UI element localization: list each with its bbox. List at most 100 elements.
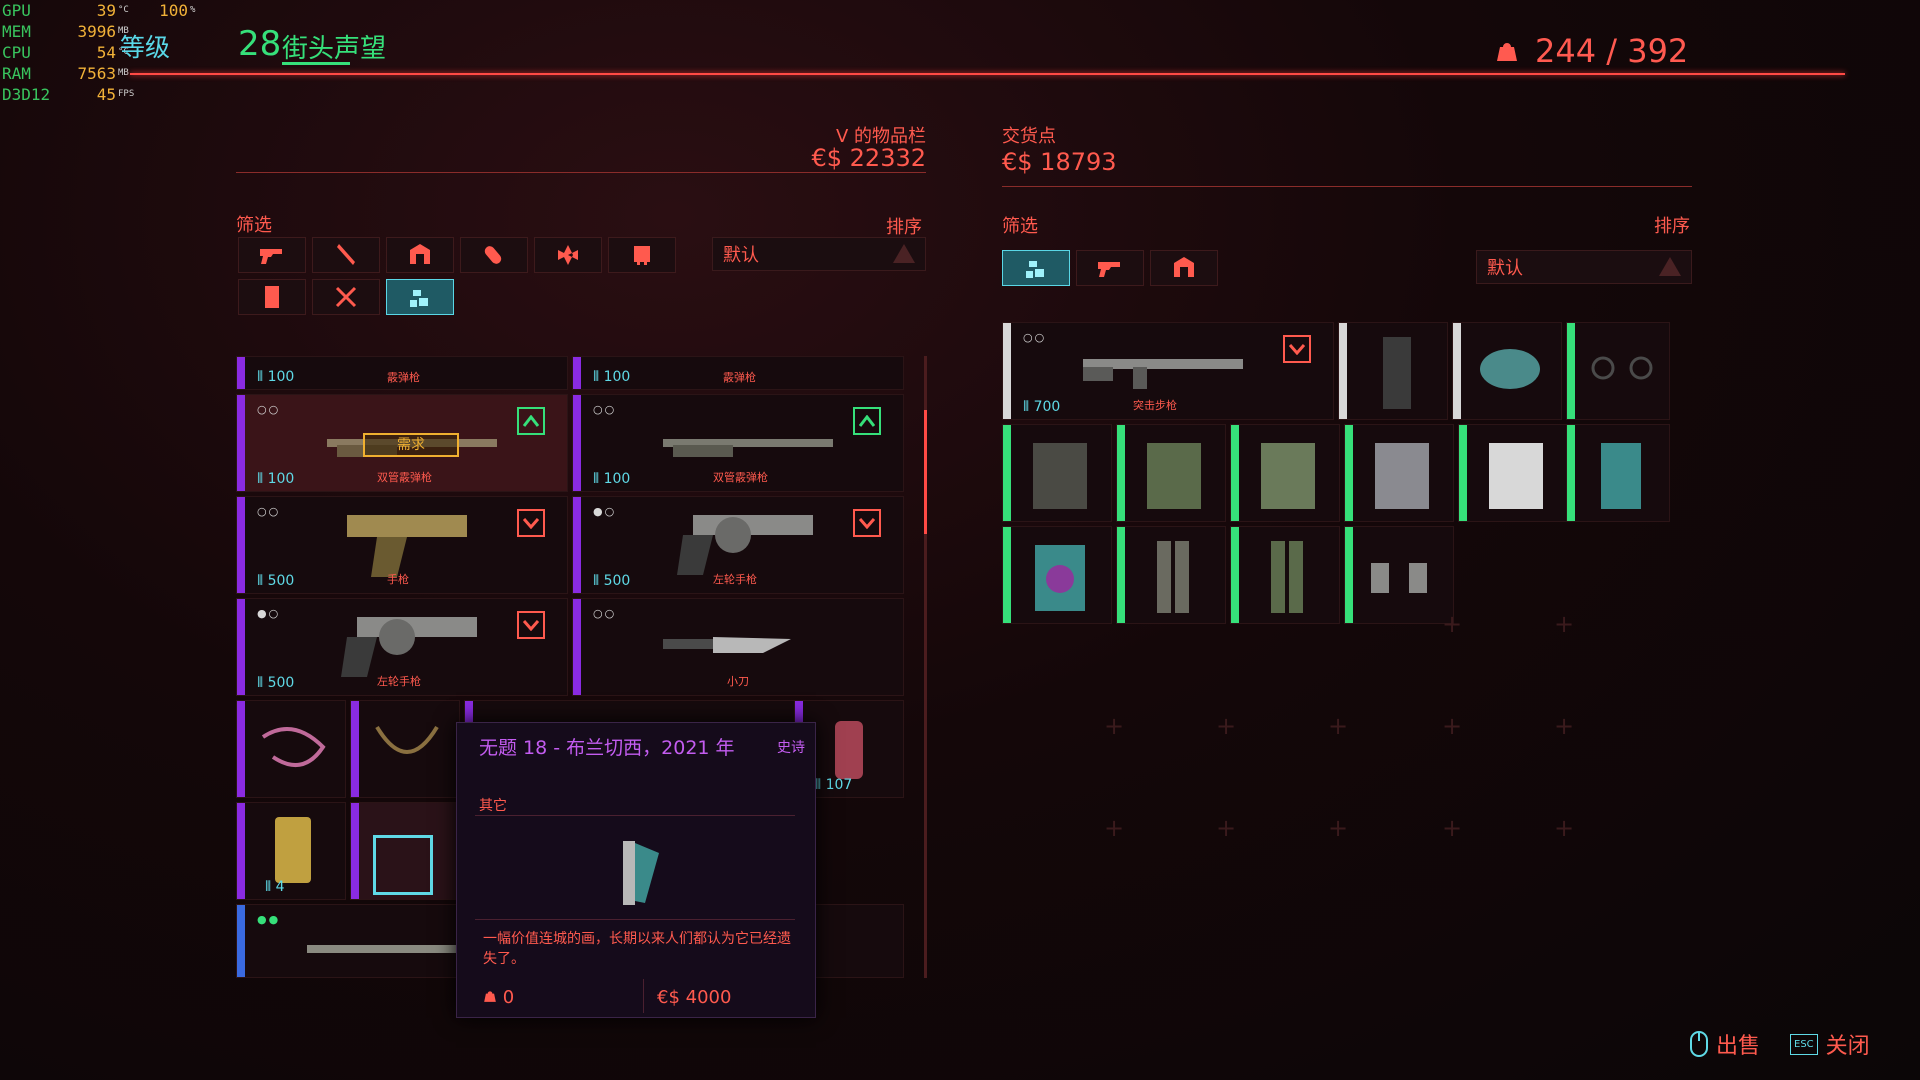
mod-slots: ●○	[257, 607, 281, 620]
vendor-item[interactable]	[1452, 322, 1562, 420]
boots-icon	[1371, 563, 1427, 593]
player-scrollbar-thumb[interactable]	[924, 410, 927, 534]
tooltip-divider	[475, 919, 795, 920]
shard-icon	[265, 286, 279, 308]
rarity-bar	[465, 701, 473, 739]
tooltip-weight-value: 0	[502, 987, 515, 1008]
vendor-item[interactable]	[1002, 424, 1112, 522]
inventory-item[interactable]: ○○ 需求 ⦀ 100 双管霰弹枪	[236, 394, 568, 492]
rarity-bar	[1345, 527, 1353, 623]
inventory-item[interactable]: ●○ ⦀ 500 左轮手枪	[236, 598, 568, 696]
inventory-item[interactable]: ○○ 小刀	[572, 598, 904, 696]
inventory-item[interactable]	[350, 700, 460, 798]
vendor-item[interactable]	[1344, 526, 1454, 624]
item-tooltip: 无题 18 - 布兰切西，2021 年 史诗 其它 一幅价值连城的画，长期以来人…	[456, 722, 816, 1018]
perf-key: MEM	[2, 22, 31, 41]
sort-direction-icon	[893, 244, 915, 263]
filter-armor-button[interactable]	[386, 237, 454, 273]
perf-value: 7563	[77, 64, 116, 83]
perf-unit: °C	[118, 47, 129, 57]
inventory-item[interactable]: ○○ ⦀ 100 双管霰弹枪	[572, 394, 904, 492]
vendor-title: 交货点	[1002, 126, 1056, 147]
inventory-item[interactable]: ⦀ 100 霰弹枪	[572, 356, 904, 390]
grid-marker: +	[1216, 712, 1237, 740]
item-type: 霰弹枪	[723, 371, 756, 384]
vendor-sort-dropdown[interactable]: 默认	[1476, 250, 1692, 284]
rarity-bar	[1339, 323, 1347, 419]
sell-action[interactable]: 出售	[1690, 1028, 1760, 1060]
item-type: 左轮手枪	[377, 675, 421, 688]
vendor-item[interactable]	[1458, 424, 1568, 522]
item-quantity: ⦀ 500	[257, 573, 295, 589]
filter-blade-button[interactable]	[312, 237, 380, 273]
vendor-filter-junk-button[interactable]	[1002, 250, 1070, 286]
filter-consumable-button[interactable]	[460, 237, 528, 273]
rarity-bar	[237, 701, 245, 797]
grid-marker: +	[1104, 814, 1125, 842]
perf-unit: °C	[118, 5, 129, 15]
inventory-item[interactable]	[236, 700, 346, 798]
inventory-item[interactable]	[350, 802, 460, 900]
rifle-icon	[307, 945, 477, 953]
downgrade-arrow-icon	[517, 611, 545, 639]
vendor-item[interactable]	[1230, 526, 1340, 624]
inventory-item[interactable]: ⦀ 100 霰弹枪	[236, 356, 568, 390]
inventory-item[interactable]: ⦀ 4	[236, 802, 346, 900]
vendor-item[interactable]	[1116, 424, 1226, 522]
rarity-bar	[351, 701, 359, 797]
vendor-filter-pistol-button[interactable]	[1076, 250, 1144, 286]
item-quantity: ⦀ 4	[265, 879, 285, 895]
junk-icon	[1026, 261, 1044, 278]
item-quantity: ⦀ 100	[257, 471, 295, 487]
consumable-icon	[484, 246, 502, 264]
tooltip-description: 一幅价值连城的画，长期以来人们都认为它已经遗失了。	[483, 931, 791, 967]
player-sort-value: 默认	[723, 245, 759, 266]
vendor-filter-armor-button[interactable]	[1150, 250, 1218, 286]
rarity-bar	[573, 497, 581, 593]
perf-value: 100	[159, 1, 188, 20]
rarity-bar	[237, 497, 245, 593]
close-action[interactable]: ESC 关闭	[1790, 1028, 1870, 1060]
street-cred-progress	[282, 62, 350, 65]
rarity-bar	[1003, 323, 1011, 419]
esc-key-icon: ESC	[1790, 1033, 1818, 1055]
perf-key: D3D12	[2, 85, 51, 104]
inventory-item[interactable]: ●○ ⦀ 500 左轮手枪	[572, 496, 904, 594]
vendor-item[interactable]	[1566, 424, 1670, 522]
tooltip-price: €$ 4000	[657, 987, 732, 1008]
filter-pistol-button[interactable]	[238, 237, 306, 273]
vendor-item[interactable]: ○○ ⦀ 700 突击步枪	[1002, 322, 1334, 420]
rarity-bar	[237, 803, 245, 899]
item-type: 突击步枪	[1133, 399, 1177, 412]
street-cred-value: 28	[238, 24, 282, 64]
vendor-item[interactable]	[1338, 322, 1448, 420]
inhaler-icon	[835, 721, 863, 779]
upgrade-arrow-icon	[853, 407, 881, 435]
vendor-item[interactable]	[1002, 526, 1112, 624]
player-sort-dropdown[interactable]: 默认	[712, 237, 926, 271]
filter-grenade-button[interactable]	[534, 237, 602, 273]
item-type: 霰弹枪	[387, 371, 420, 384]
vendor-item[interactable]	[1566, 322, 1670, 420]
item-type: 小刀	[727, 675, 749, 688]
player-scrollbar[interactable]	[924, 356, 927, 978]
rarity-bar	[1567, 425, 1575, 521]
perf-value: 54	[96, 43, 116, 62]
filter-shard-button[interactable]	[238, 279, 306, 315]
filter-crafting-button[interactable]	[312, 279, 380, 315]
bandana-icon	[1480, 349, 1540, 389]
filter-vehicle-button[interactable]	[608, 237, 676, 273]
inventory-item[interactable]: ○○ ⦀ 500 手枪	[236, 496, 568, 594]
rarity-bar	[573, 395, 581, 491]
grid-marker: +	[1442, 712, 1463, 740]
rarity-bar	[1003, 425, 1011, 521]
pistol-icon	[347, 515, 467, 577]
pants-icon	[1157, 541, 1189, 613]
filter-junk-button[interactable]	[386, 279, 454, 315]
blade-icon	[337, 244, 355, 265]
vendor-filter-label: 筛选	[1002, 216, 1038, 237]
vendor-item[interactable]	[1344, 424, 1454, 522]
vendor-item[interactable]	[1230, 424, 1340, 522]
vendor-item[interactable]	[1116, 526, 1226, 624]
